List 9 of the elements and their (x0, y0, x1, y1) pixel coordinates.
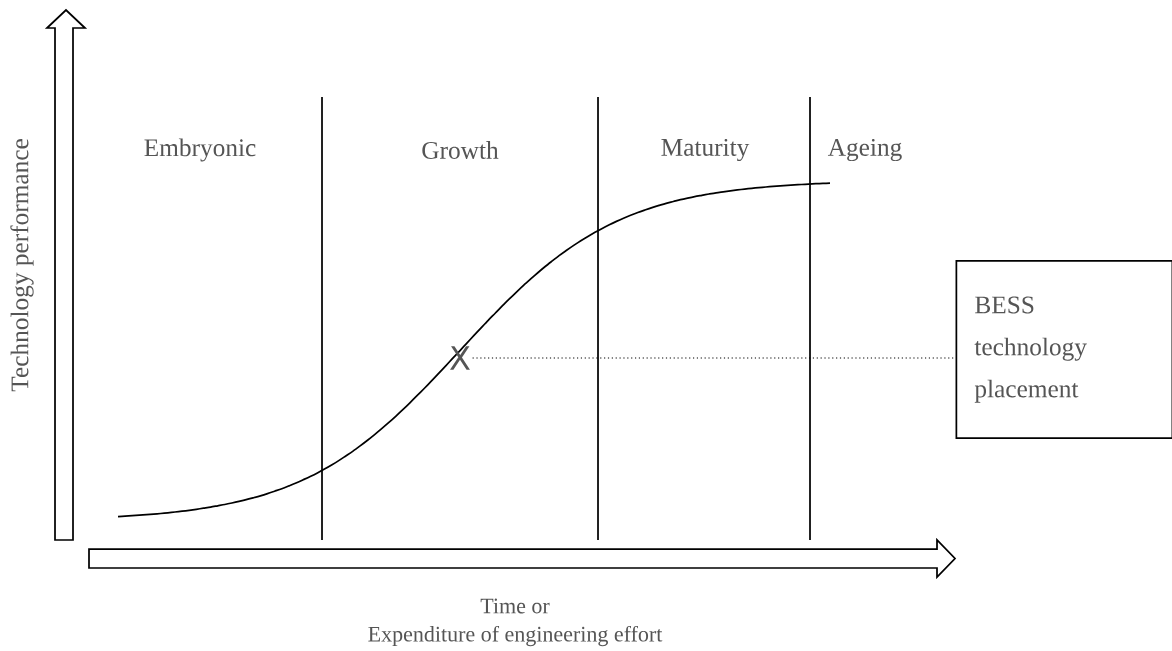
stage-label: Ageing (827, 138, 902, 162)
axis-label: Expenditure of engineering effort (368, 625, 663, 647)
axis-label: Time or (480, 598, 550, 614)
axis-label: Technology performance (10, 139, 34, 392)
text-box: BESS technology placement (955, 260, 1172, 440)
stage-label: Growth (422, 141, 499, 159)
stage-label: Maturity (661, 138, 750, 162)
stage-label: Embryonic (144, 138, 256, 162)
x-marker: X (450, 346, 470, 370)
